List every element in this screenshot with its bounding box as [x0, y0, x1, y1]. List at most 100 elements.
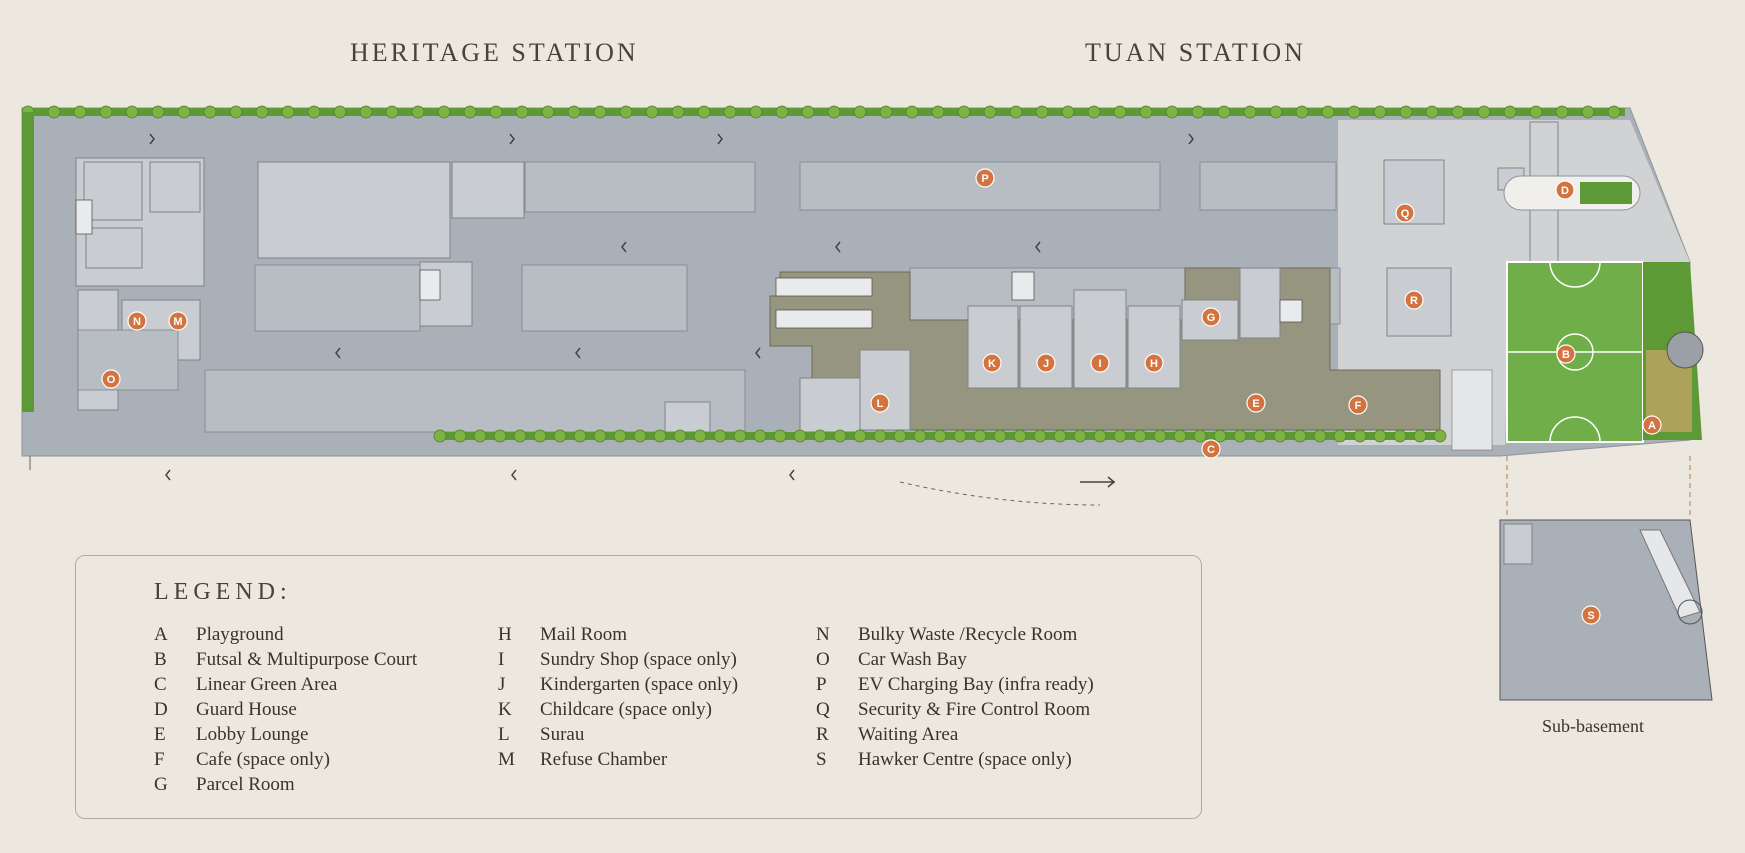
ramp	[1451, 369, 1493, 451]
tree-icon	[453, 429, 467, 443]
tree-icon	[873, 429, 887, 443]
tree-icon	[1217, 105, 1231, 119]
tree-icon	[775, 105, 789, 119]
tree-icon	[1139, 105, 1153, 119]
marker-f: F	[1348, 395, 1368, 415]
tree-icon	[1295, 105, 1309, 119]
tree-icon	[463, 105, 477, 119]
legend-label: Refuse Chamber	[540, 749, 668, 770]
legend-key: I	[498, 649, 505, 670]
legend-key: G	[154, 774, 168, 795]
dropoff-path	[899, 481, 1101, 506]
svg-text:A: A	[1648, 420, 1656, 432]
tree-icon	[473, 429, 487, 443]
tree-icon	[619, 105, 633, 119]
legend-key: B	[154, 649, 167, 670]
legend-label: Waiting Area	[858, 724, 959, 745]
marker-i: I	[1090, 353, 1110, 373]
legend-label: Kindergarten (space only)	[540, 674, 739, 695]
legend-label: Playground	[196, 624, 284, 645]
guard-house-planter	[1580, 182, 1632, 204]
marker-d: D	[1555, 180, 1575, 200]
legend-item-i: I Sundry Shop (space only)	[498, 647, 738, 672]
legend-label: Lobby Lounge	[196, 724, 309, 745]
tree-icon	[593, 429, 607, 443]
tree-icon	[1243, 105, 1257, 119]
legend-label: Sundry Shop (space only)	[540, 649, 737, 670]
tree-icon	[1393, 429, 1407, 443]
marker-j: J	[1036, 353, 1056, 373]
tree-icon	[853, 105, 867, 119]
stair-cores	[75, 199, 1303, 329]
svg-text:N: N	[133, 316, 141, 328]
marker-n: N	[127, 311, 147, 331]
tree-icon	[653, 429, 667, 443]
tree-icon	[1009, 105, 1023, 119]
tree-icon	[893, 429, 907, 443]
legend-label: Car Wash Bay	[858, 649, 967, 670]
tree-icon	[203, 105, 217, 119]
tree-icon	[1087, 105, 1101, 119]
legend-key: L	[498, 724, 510, 745]
legend-key: S	[816, 749, 827, 770]
svg-text:E: E	[1252, 398, 1259, 410]
tree-icon	[1061, 105, 1075, 119]
legend-title: LEGEND:	[154, 579, 292, 605]
legend-key: M	[498, 749, 515, 770]
marker-o: O	[101, 369, 121, 389]
tree-icon	[1093, 429, 1107, 443]
tree-icon	[1555, 105, 1569, 119]
tree-icon	[567, 105, 581, 119]
tree-icon	[613, 429, 627, 443]
tree-icon	[1193, 429, 1207, 443]
svg-text:L: L	[877, 398, 884, 410]
tree-icon	[833, 429, 847, 443]
tree-icon	[1293, 429, 1307, 443]
tree-icon	[177, 105, 191, 119]
tree-icon	[713, 429, 727, 443]
legend-item-m: M Refuse Chamber	[498, 747, 738, 772]
tree-icon	[255, 105, 269, 119]
tree-icon	[957, 105, 971, 119]
legend-label: Futsal & Multipurpose Court	[196, 649, 418, 670]
sub-basement-label: Sub-basement	[1542, 716, 1644, 736]
svg-text:G: G	[1207, 312, 1216, 324]
tree-icon	[1373, 429, 1387, 443]
legend-label: Hawker Centre (space only)	[858, 749, 1072, 770]
marker-m: M	[168, 311, 188, 331]
svg-text:P: P	[981, 173, 988, 185]
tree-icon	[673, 429, 687, 443]
tree-icon	[1503, 105, 1517, 119]
tree-icon	[1477, 105, 1491, 119]
bottom-hedge	[433, 429, 1447, 443]
tree-icon	[1153, 429, 1167, 443]
svg-text:H: H	[1150, 358, 1158, 370]
tree-icon	[1273, 429, 1287, 443]
tree-icon	[1073, 429, 1087, 443]
marker-q: Q	[1395, 203, 1415, 223]
tree-icon	[1173, 429, 1187, 443]
tree-icon	[493, 429, 507, 443]
tree-icon	[1233, 429, 1247, 443]
svg-text:B: B	[1562, 349, 1570, 361]
tree-icon	[1313, 429, 1327, 443]
tuan-station-label: TUAN STATION	[1085, 38, 1306, 67]
tree-icon	[793, 429, 807, 443]
legend-label: Linear Green Area	[196, 674, 338, 695]
marker-k: K	[982, 353, 1002, 373]
tree-icon	[749, 105, 763, 119]
tree-icon	[1013, 429, 1027, 443]
legend-label: Guard House	[196, 699, 297, 720]
svg-text:I: I	[1098, 358, 1101, 370]
tree-icon	[229, 105, 243, 119]
